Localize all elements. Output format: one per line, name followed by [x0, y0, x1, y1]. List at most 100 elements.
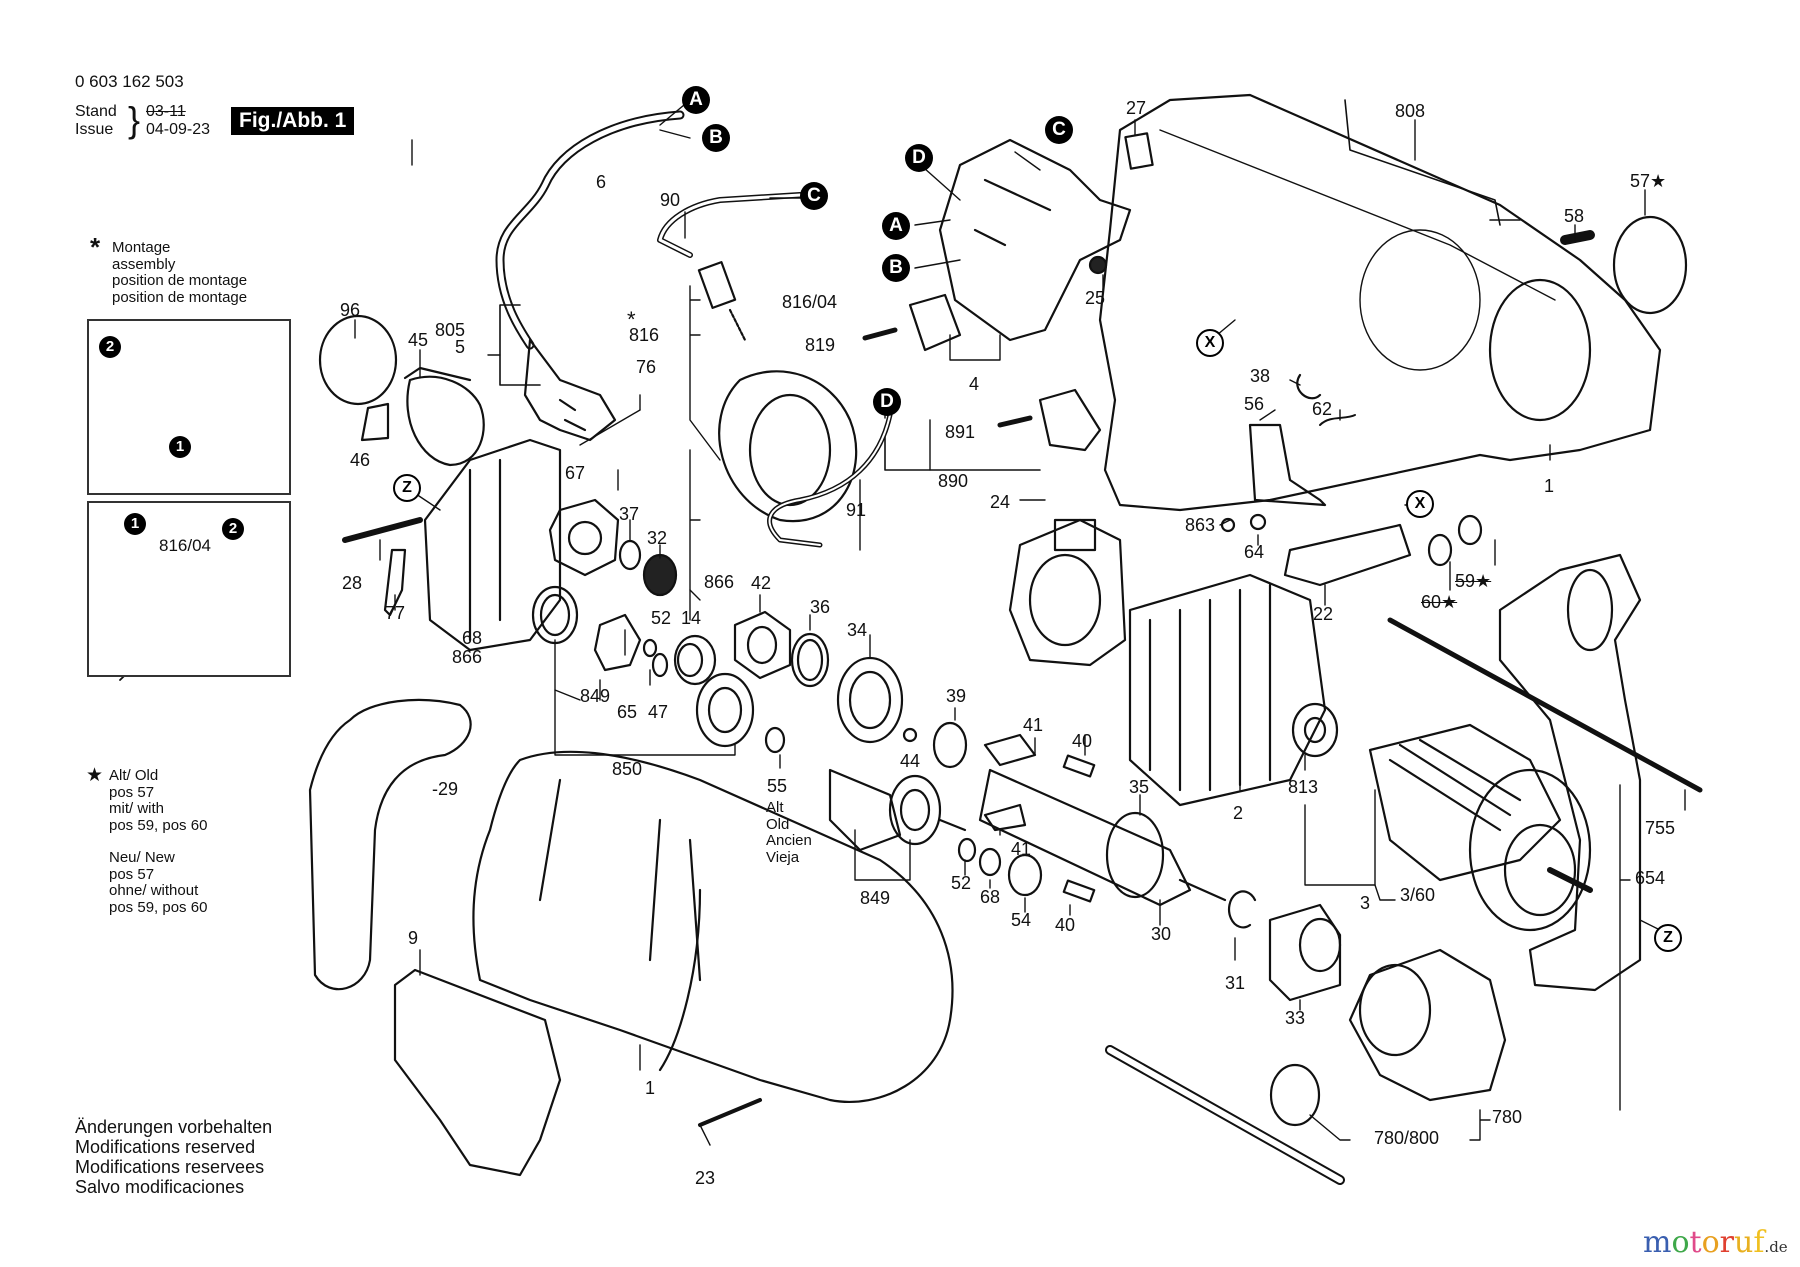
connector-c: C [1045, 116, 1073, 144]
part-label: 45 [408, 330, 429, 350]
brush-holder-ring [718, 370, 858, 523]
connector-a: A [682, 86, 710, 114]
assembly-note: Montage assembly position de montage pos… [112, 239, 248, 306]
side-handle-29 [308, 698, 472, 991]
part-label: 3 [1360, 893, 1371, 913]
part-label: 90 [660, 190, 681, 210]
part-label: -29 [432, 779, 459, 799]
logo-letter: o [1671, 1225, 1690, 1260]
note-line: pos 59, pos 60 [109, 816, 208, 834]
note-line: Vieja [766, 848, 800, 866]
part-label: 33 [1285, 1008, 1306, 1028]
part-label: 863 [1185, 515, 1216, 535]
part-label: 68 [462, 628, 483, 648]
issue-value: 04-09-23 [146, 121, 211, 138]
note-line: pos 59, pos 60 [109, 898, 208, 916]
part-label: 850 [612, 759, 643, 779]
note-line: Alt/ Old [109, 767, 159, 784]
part-label: 813 [1288, 777, 1319, 797]
note-line: Ancien [766, 832, 812, 849]
disk-96 [318, 314, 398, 406]
part-label: 849 [580, 686, 611, 706]
armature-3 [1368, 723, 1562, 882]
part-label: 36 [810, 597, 831, 617]
note-line: ohne/ without [109, 882, 199, 899]
footer-line: Änderungen vorbehalten [75, 1117, 273, 1137]
knob-45 [406, 375, 485, 467]
part-label: 654 [1635, 868, 1666, 888]
part-label: 38 [1250, 366, 1271, 386]
part-label: 755 [1645, 818, 1676, 838]
stand-value-struck: 03-11 [146, 103, 186, 120]
part-label: 67 [565, 463, 586, 483]
part-label: 68 [980, 887, 1001, 907]
part-label: 40 [1072, 731, 1093, 751]
footer-line: Salvo modificaciones [75, 1177, 245, 1197]
part-label: 866 [452, 647, 483, 667]
part-label: 3/60 [1400, 885, 1436, 905]
assembly-note-line: position de montage [112, 272, 248, 289]
part-label: 56 [1244, 394, 1265, 414]
shaft-30 [978, 768, 1192, 907]
connector-x: X [1406, 490, 1434, 518]
part-number: 0 603 162 503 [75, 72, 184, 91]
stand-label: Stand [75, 103, 117, 120]
inset-brush-change: 1 2 816/04 [87, 501, 291, 677]
alt-note-55: Alt Old Ancien Vieja [766, 799, 812, 866]
step-badge: 1 [124, 513, 146, 535]
part-label: 54 [1011, 910, 1032, 930]
part-label: 55 [767, 776, 788, 796]
drill-chuck [1348, 948, 1507, 1102]
part-label: 849 [860, 888, 891, 908]
grip-panel-9 [393, 968, 562, 1177]
connector-b: B [882, 254, 910, 282]
part-label: 62 [1312, 399, 1333, 419]
note-line: pos 57 [109, 783, 155, 801]
figure-label: Fig./Abb. 1 [231, 107, 355, 135]
part-label: 866 [704, 572, 735, 592]
part-label: 64 [1244, 542, 1265, 562]
part-label: 46 [350, 450, 371, 470]
part-label: 14 [681, 608, 702, 628]
spindle-849 [828, 768, 902, 852]
connector-z: Z [1654, 924, 1682, 952]
part-label: 9 [408, 928, 419, 948]
part-label: 34 [847, 620, 868, 640]
connector-z: Z [393, 474, 421, 502]
logo-suffix: .de [1764, 1238, 1788, 1256]
drill-housing [472, 750, 954, 1103]
part-label: 30 [1151, 924, 1172, 944]
step-badge: 1 [169, 436, 191, 458]
footer-line: Modifications reservees [75, 1157, 265, 1177]
logo-letter: f [1753, 1225, 1765, 1260]
old-new-note: Alt/ Old pos 57 mit/ with pos 59, pos 60… [109, 767, 208, 916]
part-label: 816/04 [782, 292, 838, 312]
fan-3 [1468, 768, 1592, 932]
connector-b: B [702, 124, 730, 152]
part-label: 780 [1492, 1107, 1523, 1127]
inset-assembly-top: 2 1 [87, 319, 291, 495]
note-line: mit/ with [109, 800, 165, 817]
part-label: 58 [1564, 206, 1585, 226]
part-label: 27 [1126, 98, 1147, 118]
aux-handle [1498, 553, 1642, 992]
part-label: 4 [969, 374, 980, 394]
part-label: 780/800 [1374, 1128, 1440, 1148]
part-label: 25 [1085, 288, 1106, 308]
part-label: 37 [619, 504, 640, 524]
logo-letter: t [1689, 1225, 1702, 1260]
connector-a: A [882, 212, 910, 240]
part-label: 24 [990, 492, 1011, 512]
part-label: 39 [946, 686, 967, 706]
part-label: 76 [636, 357, 657, 377]
power-plug [523, 338, 617, 442]
note-line: Neu/ New [109, 849, 175, 866]
part-label: 52 [651, 608, 672, 628]
assembly-note-line: Montage [112, 239, 171, 256]
part-label: 41 [1011, 839, 1032, 859]
part-label: 47 [648, 702, 669, 722]
issue-label: Issue [75, 121, 114, 138]
part-label: 60★ [1421, 592, 1458, 612]
part-label: 52 [951, 873, 972, 893]
logo-letter: u [1733, 1225, 1754, 1260]
